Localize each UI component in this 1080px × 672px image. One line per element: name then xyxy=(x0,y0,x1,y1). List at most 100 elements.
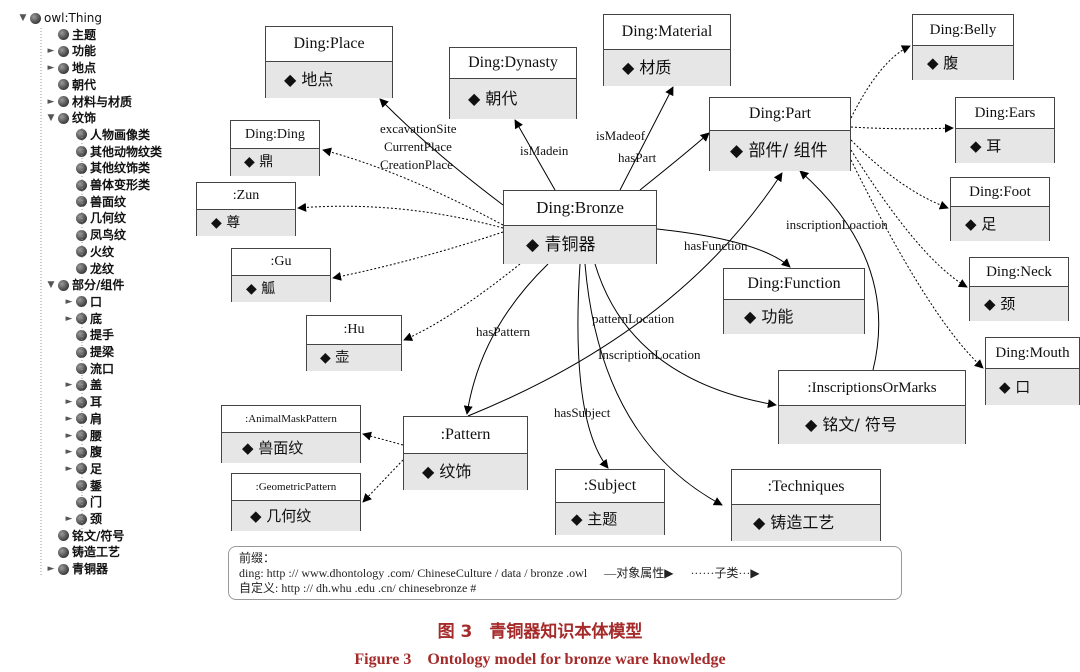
tree-item[interactable]: ►口 xyxy=(64,294,102,310)
class-node-icon xyxy=(58,62,69,74)
edge-has-part xyxy=(639,132,710,191)
tree-item-label: 地点 xyxy=(72,61,97,76)
node-value: ◆ 觚 xyxy=(232,276,330,302)
tree-item-label: 铸造工艺 xyxy=(72,545,121,560)
legend-ding-row: ding: http :// www.dhontology .com/ Chin… xyxy=(239,566,891,581)
tree-item[interactable]: ►青铜器 xyxy=(46,561,108,577)
expand-triangle-icon[interactable]: ► xyxy=(47,46,55,57)
node-function: Ding:Function◆ 功能 xyxy=(723,268,865,334)
tree-item[interactable]: ▼部分/组件 xyxy=(46,277,125,293)
legend-object-property: —对象属性 xyxy=(604,566,665,580)
tree-item-label: 门 xyxy=(90,495,103,510)
tree-item-label: 其他纹饰类 xyxy=(90,161,151,176)
expand-triangle-icon[interactable]: ► xyxy=(47,564,55,575)
collapse-triangle-icon[interactable]: ▼ xyxy=(19,13,27,23)
node-value: ◆ 尊 xyxy=(197,210,295,236)
node-title: Ding:Neck xyxy=(970,258,1068,287)
node-value: ◆ 足 xyxy=(951,207,1049,241)
tree-item[interactable]: ► 地点 xyxy=(46,60,96,76)
edge-sub-gu xyxy=(332,231,504,281)
tree-item[interactable]: ▼纹饰 xyxy=(46,110,96,126)
edge-excavation-site xyxy=(379,98,504,206)
tree-item[interactable]: ► 功能 xyxy=(46,43,96,59)
edge-label-has-pattern: hasPattern xyxy=(476,324,531,339)
tree-item-label: 流口 xyxy=(90,361,115,376)
collapse-triangle-icon[interactable]: ▼ xyxy=(47,280,55,291)
expand-triangle-icon[interactable]: ► xyxy=(47,63,55,74)
node-mouth: Ding:Mouth◆ 口 xyxy=(985,337,1080,405)
edge-label-inscription-loaction: inscriptionLoaction xyxy=(786,217,888,232)
node-title: Ding:Bronze xyxy=(504,191,656,226)
node-value: ◆ 口 xyxy=(986,369,1079,405)
class-node-icon xyxy=(58,546,69,558)
solid-arrow-icon: ▶ xyxy=(664,566,674,580)
tree-item[interactable]: 铭文/符号 xyxy=(46,528,124,544)
node-part: Ding:Part◆ 部件/ 组件 xyxy=(709,97,851,171)
node-foot: Ding:Foot◆ 足 xyxy=(950,177,1050,241)
node-title: :Pattern xyxy=(404,417,527,454)
edge-sub-mouth xyxy=(850,159,984,369)
tree-item-label: 提手 xyxy=(90,328,115,343)
edge-label-creation-place: CreationPlace xyxy=(380,157,453,172)
tree-item-label: 颈 xyxy=(90,512,103,526)
expand-triangle-icon[interactable]: ► xyxy=(65,463,73,474)
node-place: Ding:Place◆ 地点 xyxy=(265,26,393,98)
node-value: ◆ 朝代 xyxy=(450,79,576,119)
node-title: :Zun xyxy=(197,183,295,210)
expand-triangle-icon[interactable]: ► xyxy=(65,430,73,441)
edge-label-current-place: CurrentPlace xyxy=(384,139,452,154)
tree-item-label: 功能 xyxy=(72,44,97,59)
tree-item-label: 主题 xyxy=(72,27,97,42)
expand-triangle-icon[interactable]: ► xyxy=(65,380,73,391)
edge-sub-ears xyxy=(850,123,954,133)
legend-prefix-heading: 前缀： xyxy=(239,551,276,565)
edge-label-pattern-location: patternLocation xyxy=(592,311,675,326)
node-ears: Ding:Ears◆ 耳 xyxy=(955,97,1055,163)
node-title: Ding:Ding xyxy=(231,121,319,149)
edge-has-pattern xyxy=(463,263,549,415)
tree-item-label: 口 xyxy=(90,294,103,309)
tree-item[interactable]: 铸造工艺 xyxy=(46,544,120,560)
edge-label-is-made-in: isMadein xyxy=(520,143,569,158)
class-node-icon xyxy=(58,96,69,107)
expand-triangle-icon[interactable]: ► xyxy=(65,313,73,324)
node-belly: Ding:Belly◆ 腹 xyxy=(912,14,1014,80)
expand-triangle-icon[interactable]: ► xyxy=(65,514,73,524)
tree-item[interactable]: 朝代 xyxy=(46,77,96,93)
legend-custom-prefix: 自定义: http :// dh.whu .edu .cn/ chinesebr… xyxy=(239,581,477,595)
expand-triangle-icon[interactable]: ► xyxy=(65,397,73,408)
tree-item[interactable]: ▼owl:Thing xyxy=(18,10,103,26)
node-title: Ding:Foot xyxy=(951,178,1049,207)
node-title: Ding:Belly xyxy=(913,15,1013,46)
class-node-icon xyxy=(76,263,87,274)
expand-triangle-icon[interactable]: ► xyxy=(65,296,73,307)
tree-item[interactable]: ►材料与材质 xyxy=(46,94,132,110)
node-value: ◆ 青铜器 xyxy=(504,226,656,264)
node-value: ◆ 颈 xyxy=(970,287,1068,321)
node-pattern: :Pattern◆ 纹饰 xyxy=(403,416,528,490)
node-title: :Gu xyxy=(232,249,330,276)
expand-triangle-icon[interactable]: ► xyxy=(65,447,73,458)
figure-caption-english: Figure 3 Ontology model for bronze ware … xyxy=(354,651,726,668)
edge-sub-belly xyxy=(850,45,911,119)
node-title: :GeometricPattern xyxy=(232,474,360,501)
tree-item-label: 提梁 xyxy=(90,345,115,359)
tree-item-label: 兽面纹 xyxy=(90,194,127,209)
tree-item-label: 兽体变形类 xyxy=(90,178,151,192)
expand-triangle-icon[interactable]: ► xyxy=(65,413,73,424)
tree-item[interactable]: 龙纹 xyxy=(64,261,114,277)
node-value: ◆ 材质 xyxy=(604,50,730,86)
node-value: ◆ 腹 xyxy=(913,46,1013,80)
edge-has-subject xyxy=(577,263,609,469)
node-title: :AnimalMaskPattern xyxy=(222,406,360,433)
class-node-icon xyxy=(76,296,87,308)
node-value: ◆ 纹饰 xyxy=(404,454,527,490)
node-value: ◆ 几何纹 xyxy=(232,501,360,531)
collapse-triangle-icon[interactable]: ▼ xyxy=(47,113,55,124)
tree-item[interactable]: 主题 xyxy=(46,27,96,43)
expand-triangle-icon[interactable]: ► xyxy=(47,96,55,107)
tree-item-label: 鋬 xyxy=(90,478,103,493)
figure-caption-chinese: 图 3 青铜器知识本体模型 xyxy=(437,622,643,642)
node-title: Ding:Function xyxy=(724,269,864,300)
